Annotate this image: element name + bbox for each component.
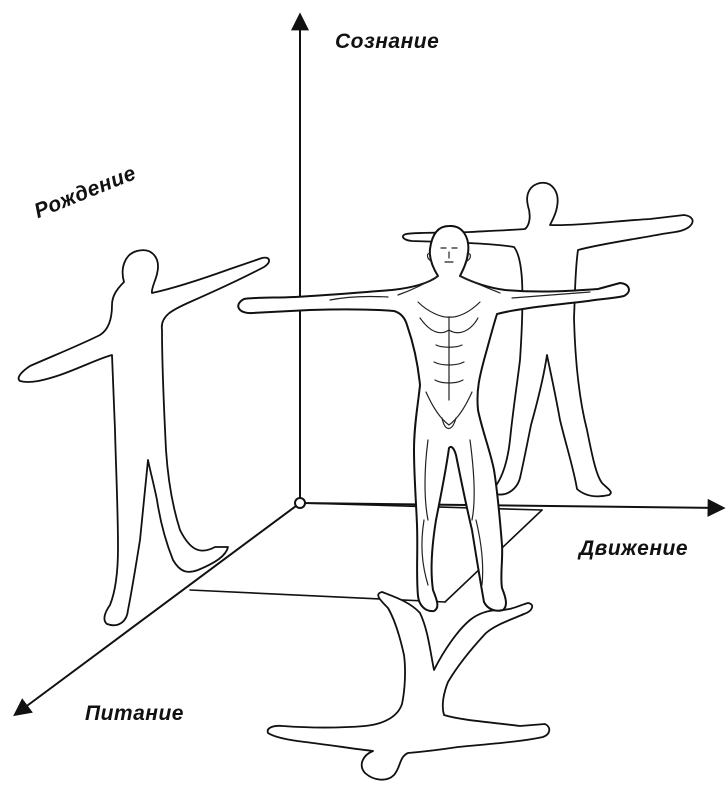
left-wall-silhouette [19,250,269,625]
floor-silhouette [268,592,550,780]
floor-line-front [190,590,445,602]
axis-label-consciousness: Сознание [335,30,439,54]
axis-label-movement: Движение [579,537,688,561]
depth-axis [16,503,300,714]
axis-label-nutrition: Питание [85,702,184,726]
origin-point [295,498,305,508]
